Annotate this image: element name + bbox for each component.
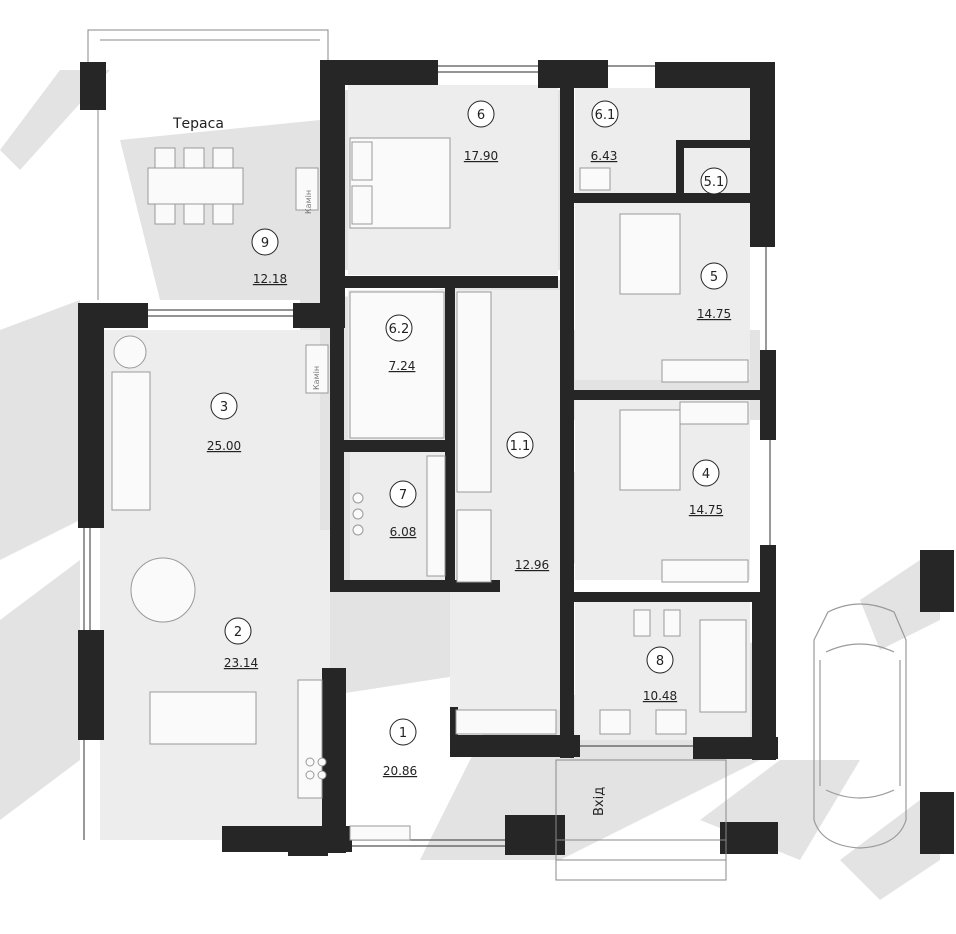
- walls: [78, 60, 954, 856]
- room-6-1-area: 6.43: [591, 149, 618, 163]
- closet-4: [679, 401, 749, 425]
- room-4-id: 4: [702, 467, 710, 482]
- entry-label: Вхід: [592, 787, 607, 816]
- room-1-marker: [389, 718, 417, 746]
- room-3-marker: [210, 392, 238, 420]
- bed-4: [619, 409, 681, 491]
- toilet-8: [633, 609, 651, 637]
- shoe-rack: [455, 709, 557, 735]
- room-2-id: 2: [234, 625, 242, 640]
- room-4-marker: [692, 459, 720, 487]
- fireplace-label-living: Камін: [312, 366, 321, 390]
- kitchen-island: [149, 691, 257, 745]
- room-markers: [210, 100, 728, 746]
- sink-6-1: [579, 167, 611, 191]
- room-5-1-marker: [700, 167, 728, 195]
- room-areas: 12.18 17.90 6.43 14.75 7.24 25.00 6.08 1…: [207, 149, 731, 778]
- room-ids: 9 6 6.1 5.1 5 6.2 3 1.1 7 4 12.96 2 8 1: [220, 108, 724, 741]
- room-2-marker: [224, 617, 252, 645]
- entry-steps: [555, 759, 727, 881]
- room-2-area: 23.14: [224, 656, 258, 670]
- room-7-marker: [389, 480, 417, 508]
- bath-8: [699, 619, 747, 713]
- room-1-1-id: 1.1: [510, 439, 531, 454]
- room-6-2-id: 6.2: [389, 322, 410, 337]
- room-1-1-marker: [506, 431, 534, 459]
- room-6-marker: [467, 100, 495, 128]
- room-1-id: 1: [399, 726, 407, 741]
- room-9-area: 12.18: [253, 272, 287, 286]
- table-terrace: [147, 167, 244, 205]
- room-9-id: 9: [261, 236, 269, 251]
- room-6-1-id: 6.1: [595, 108, 616, 123]
- sofa: [111, 371, 151, 511]
- windows: [83, 65, 771, 847]
- kitchen-counter: [297, 679, 323, 799]
- room-4-area: 14.75: [689, 503, 723, 517]
- room-5-area: 14.75: [697, 307, 731, 321]
- terrace-outline: [87, 29, 329, 300]
- room-5-1-id: 5.1: [704, 175, 725, 190]
- room-8-id: 8: [656, 654, 664, 669]
- wardrobe-1-1: [456, 291, 492, 493]
- room-6-2-marker: [385, 314, 413, 342]
- room-3-area: 25.00: [207, 439, 241, 453]
- room-3-id: 3: [220, 400, 228, 415]
- fireplace-living: [305, 344, 329, 394]
- room-6-2-area: 7.24: [389, 359, 416, 373]
- room-5-id: 5: [710, 270, 718, 285]
- room-1-1-area: 12.96: [515, 558, 549, 572]
- terrace-label: Тераса: [172, 116, 224, 132]
- kitchen-7: [426, 455, 446, 577]
- room-6-1-marker: [591, 100, 619, 128]
- room-6-area: 17.90: [464, 149, 498, 163]
- desk-5: [661, 359, 749, 383]
- room-6-id: 6: [477, 108, 485, 123]
- room-8-marker: [646, 646, 674, 674]
- room-8-area: 10.48: [643, 689, 677, 703]
- fireplace-terrace: [295, 167, 319, 211]
- furniture: [111, 137, 749, 841]
- bed-5: [619, 213, 681, 295]
- room-1-area: 20.86: [383, 764, 417, 778]
- fireplace-label-terrace: Камін: [304, 190, 313, 214]
- dining-table: [130, 557, 196, 623]
- desk-4: [661, 559, 749, 583]
- room-7-area: 6.08: [390, 525, 417, 539]
- room-5-marker: [700, 262, 728, 290]
- room-7-id: 7: [399, 488, 407, 503]
- room-9-marker: [251, 228, 279, 256]
- car-outline: [813, 603, 907, 849]
